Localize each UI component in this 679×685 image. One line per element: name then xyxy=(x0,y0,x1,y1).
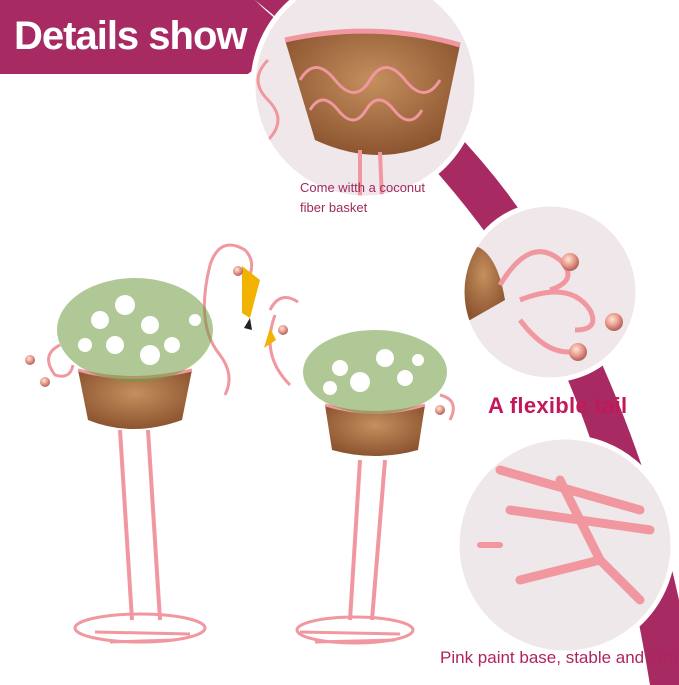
page-title: Details show xyxy=(14,14,248,58)
flamingo-planter-small xyxy=(264,296,455,645)
tail-detail-circle xyxy=(459,201,641,383)
basket-caption-line-2: fiber basket xyxy=(300,200,368,215)
basket-caption-line-1: Come witth a coconut xyxy=(300,180,426,195)
tail-caption: A flexible tail xyxy=(488,393,628,418)
base-detail-circle xyxy=(454,434,676,656)
title-banner xyxy=(0,0,292,74)
flower-bouquet xyxy=(57,278,447,414)
base-caption: Pink paint base, stable and firm xyxy=(440,648,678,667)
basket-detail-circle xyxy=(250,0,480,201)
